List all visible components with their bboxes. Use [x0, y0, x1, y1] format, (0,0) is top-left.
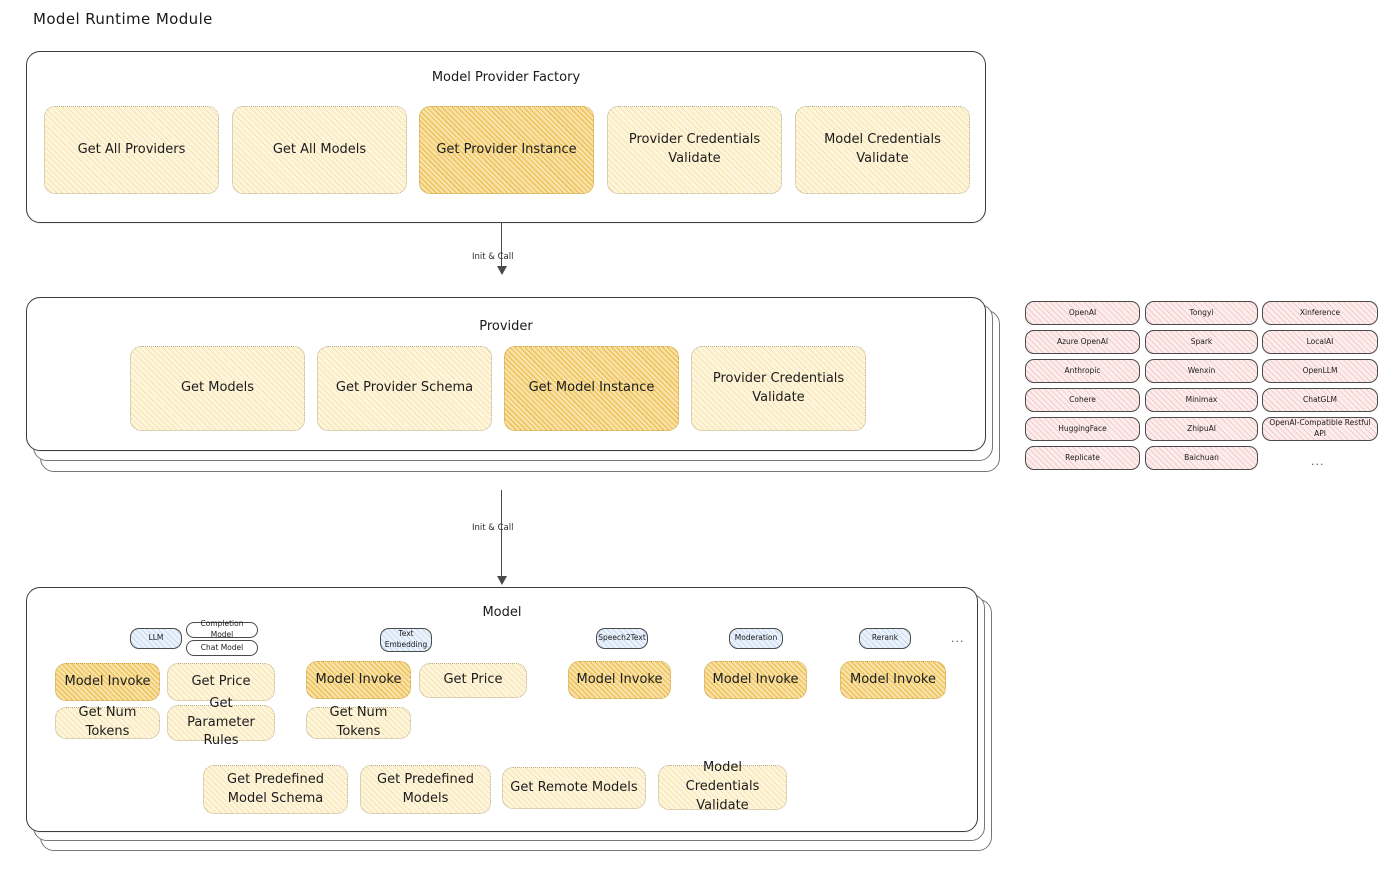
model-method-speech2text-model-invoke[interactable]: Model Invoke: [568, 661, 671, 699]
arrow-provider-to-model-label: Init & Call: [472, 523, 514, 533]
provider-item-spark[interactable]: Spark: [1145, 330, 1258, 354]
model-shared-method-model-credentials-validate[interactable]: Model Credentials Validate: [658, 760, 787, 813]
model-type-tag-text-embedding[interactable]: Text Embedding: [380, 628, 432, 652]
provider-node-get-models[interactable]: Get Models: [130, 346, 305, 431]
provider-item-wenxin[interactable]: Wenxin: [1145, 359, 1258, 383]
model-method-text-embedding-get-price[interactable]: Get Price: [419, 663, 527, 698]
provider-node-provider-credentials-validate[interactable]: Provider Credentials Validate: [691, 346, 866, 431]
model-shared-method-get-predefined-model-schema[interactable]: Get Predefined Model Schema: [203, 765, 348, 814]
factory-node-get-provider-instance[interactable]: Get Provider Instance: [419, 106, 594, 194]
model-subtype-tag-completion-model[interactable]: Completion Model: [186, 619, 258, 639]
arrow-provider-to-model-line: [501, 490, 502, 578]
provider-item-baichuan[interactable]: Baichuan: [1145, 446, 1258, 470]
arrow-provider-to-model-head: [497, 576, 507, 585]
provider-item-openai[interactable]: OpenAI: [1025, 301, 1140, 325]
model-subtype-tag-chat-model[interactable]: Chat Model: [186, 640, 258, 656]
model-method-llm-get-num-tokens[interactable]: Get Num Tokens: [55, 705, 160, 739]
model-method-moderation-model-invoke[interactable]: Model Invoke: [704, 661, 807, 699]
provider-item-anthropic[interactable]: Anthropic: [1025, 359, 1140, 383]
provider-list-more: ...: [1311, 455, 1325, 468]
provider-item-tongyi[interactable]: Tongyi: [1145, 301, 1258, 325]
model-type-tag-speech2text[interactable]: Speech2Text: [596, 628, 648, 649]
arrow-factory-to-provider-label: Init & Call: [472, 252, 514, 262]
factory-node-get-all-models[interactable]: Get All Models: [232, 106, 407, 194]
model-shared-method-get-remote-models[interactable]: Get Remote Models: [502, 767, 646, 809]
model-shared-method-get-predefined-models[interactable]: Get Predefined Models: [360, 765, 491, 814]
model-method-rerank-model-invoke[interactable]: Model Invoke: [840, 661, 946, 699]
provider-item-openllm[interactable]: OpenLLM: [1262, 359, 1378, 383]
model-types-more: ...: [951, 632, 965, 645]
model-type-tag-moderation[interactable]: Moderation: [729, 628, 783, 649]
factory-node-model-credentials-validate[interactable]: Model Credentials Validate: [795, 106, 970, 194]
model-method-llm-get-parameter-rules[interactable]: Get Parameter Rules: [167, 696, 275, 748]
provider-node-get-model-instance[interactable]: Get Model Instance: [504, 346, 679, 431]
model-method-text-embedding-get-num-tokens[interactable]: Get Num Tokens: [306, 705, 411, 739]
model-method-text-embedding-model-invoke[interactable]: Model Invoke: [306, 661, 411, 699]
provider-node-get-provider-schema[interactable]: Get Provider Schema: [317, 346, 492, 431]
factory-node-provider-credentials-validate[interactable]: Provider Credentials Validate: [607, 106, 782, 194]
arrow-factory-to-provider-line: [501, 222, 502, 268]
page-title: Model Runtime Module: [33, 10, 213, 28]
model-provider-factory-title: Model Provider Factory: [431, 70, 581, 85]
arrow-factory-to-provider-head: [497, 266, 507, 275]
provider-item-minimax[interactable]: Minimax: [1145, 388, 1258, 412]
model-title: Model: [482, 605, 522, 620]
provider-item-xinference[interactable]: Xinference: [1262, 301, 1378, 325]
model-type-tag-llm[interactable]: LLM: [130, 628, 182, 649]
provider-item-cohere[interactable]: Cohere: [1025, 388, 1140, 412]
provider-item-localai[interactable]: LocalAI: [1262, 330, 1378, 354]
model-method-llm-get-price[interactable]: Get Price: [167, 663, 275, 701]
provider-item-huggingface[interactable]: HuggingFace: [1025, 417, 1140, 441]
provider-item-replicate[interactable]: Replicate: [1025, 446, 1140, 470]
provider-item-chatglm[interactable]: ChatGLM: [1262, 388, 1378, 412]
model-method-llm-model-invoke[interactable]: Model Invoke: [55, 663, 160, 701]
provider-title: Provider: [479, 319, 533, 334]
factory-node-get-all-providers[interactable]: Get All Providers: [44, 106, 219, 194]
provider-item-zhipuai[interactable]: ZhipuAI: [1145, 417, 1258, 441]
model-type-tag-rerank[interactable]: Rerank: [859, 628, 911, 649]
provider-item-openai-compatible-restful-api[interactable]: OpenAI-Compatible Restful API: [1262, 417, 1378, 441]
provider-item-azure-openai[interactable]: Azure OpenAI: [1025, 330, 1140, 354]
